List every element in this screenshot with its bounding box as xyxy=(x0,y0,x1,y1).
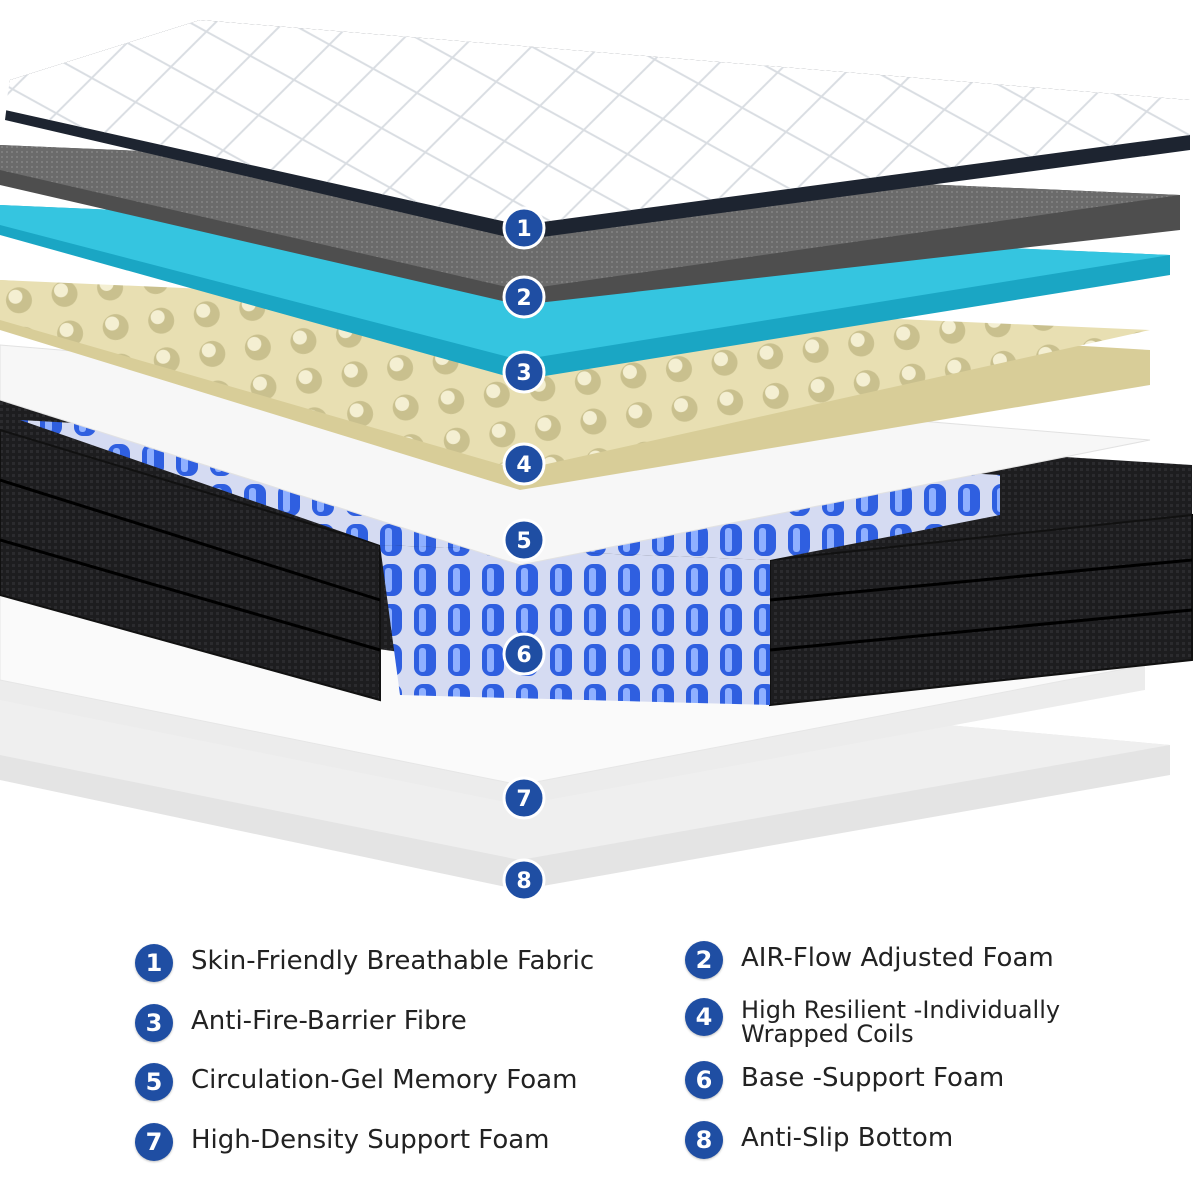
svg-text:4: 4 xyxy=(516,453,531,478)
legend-item-6: 6 Base -Support Foam xyxy=(685,1061,1004,1099)
marker-1: 1 xyxy=(502,206,546,250)
svg-text:2: 2 xyxy=(516,286,531,311)
legend-number-badge: 6 xyxy=(685,1061,723,1099)
legend-item-4: 4 High Resilient -Individually Wrapped C… xyxy=(685,998,1060,1046)
layer-legend: 1 Skin-Friendly Breathable Fabric 2 AIR-… xyxy=(0,930,1200,1200)
legend-item-7: 7 High-Density Support Foam xyxy=(135,1123,550,1161)
legend-number-badge: 7 xyxy=(135,1123,173,1161)
legend-label: Anti-Fire-Barrier Fibre xyxy=(191,1006,467,1036)
legend-label: Base -Support Foam xyxy=(741,1063,1005,1093)
legend-item-1: 1 Skin-Friendly Breathable Fabric xyxy=(135,944,594,982)
legend-label-line-1: High Resilient -Individually xyxy=(741,996,1061,1024)
marker-3: 3 xyxy=(502,350,546,394)
legend-item-5: 5 Circulation-Gel Memory Foam xyxy=(135,1063,577,1101)
mattress-layers-diagram: 1 2 3 4 5 6 7 8 xyxy=(0,20,1193,902)
svg-text:3: 3 xyxy=(516,361,531,386)
legend-number-badge: 5 xyxy=(135,1063,173,1101)
legend-number-badge: 1 xyxy=(135,944,173,982)
marker-5: 5 xyxy=(502,518,546,562)
legend-label: AIR-Flow Adjusted Foam xyxy=(741,943,1054,973)
legend-item-2: 2 AIR-Flow Adjusted Foam xyxy=(685,941,1054,979)
legend-item-8: 8 Anti-Slip Bottom xyxy=(685,1121,953,1159)
legend-label: Circulation-Gel Memory Foam xyxy=(191,1065,578,1095)
legend-label: Skin-Friendly Breathable Fabric xyxy=(191,946,595,976)
legend-number-badge: 3 xyxy=(135,1004,173,1042)
marker-4: 4 xyxy=(502,442,546,486)
legend-number-badge: 4 xyxy=(685,998,723,1036)
marker-2: 2 xyxy=(502,275,546,319)
svg-text:1: 1 xyxy=(516,217,531,242)
svg-text:6: 6 xyxy=(516,643,531,668)
legend-item-3: 3 Anti-Fire-Barrier Fibre xyxy=(135,1004,467,1042)
layer-4-eggcrate-foam xyxy=(0,280,1150,490)
svg-text:7: 7 xyxy=(516,787,531,812)
legend-number-badge: 2 xyxy=(685,941,723,979)
svg-text:5: 5 xyxy=(516,529,531,554)
legend-label: Anti-Slip Bottom xyxy=(741,1123,954,1153)
legend-label: High-Density Support Foam xyxy=(191,1125,550,1155)
svg-text:8: 8 xyxy=(516,869,531,894)
marker-7: 7 xyxy=(502,776,546,820)
marker-8: 8 xyxy=(502,858,546,902)
legend-label: High Resilient -Individually Wrapped Coi… xyxy=(741,998,1060,1046)
legend-number-badge: 8 xyxy=(685,1121,723,1159)
marker-6: 6 xyxy=(502,632,546,676)
legend-label-line-2: Wrapped Coils xyxy=(741,1020,914,1048)
layer-1-quilted-fabric xyxy=(5,20,1190,240)
